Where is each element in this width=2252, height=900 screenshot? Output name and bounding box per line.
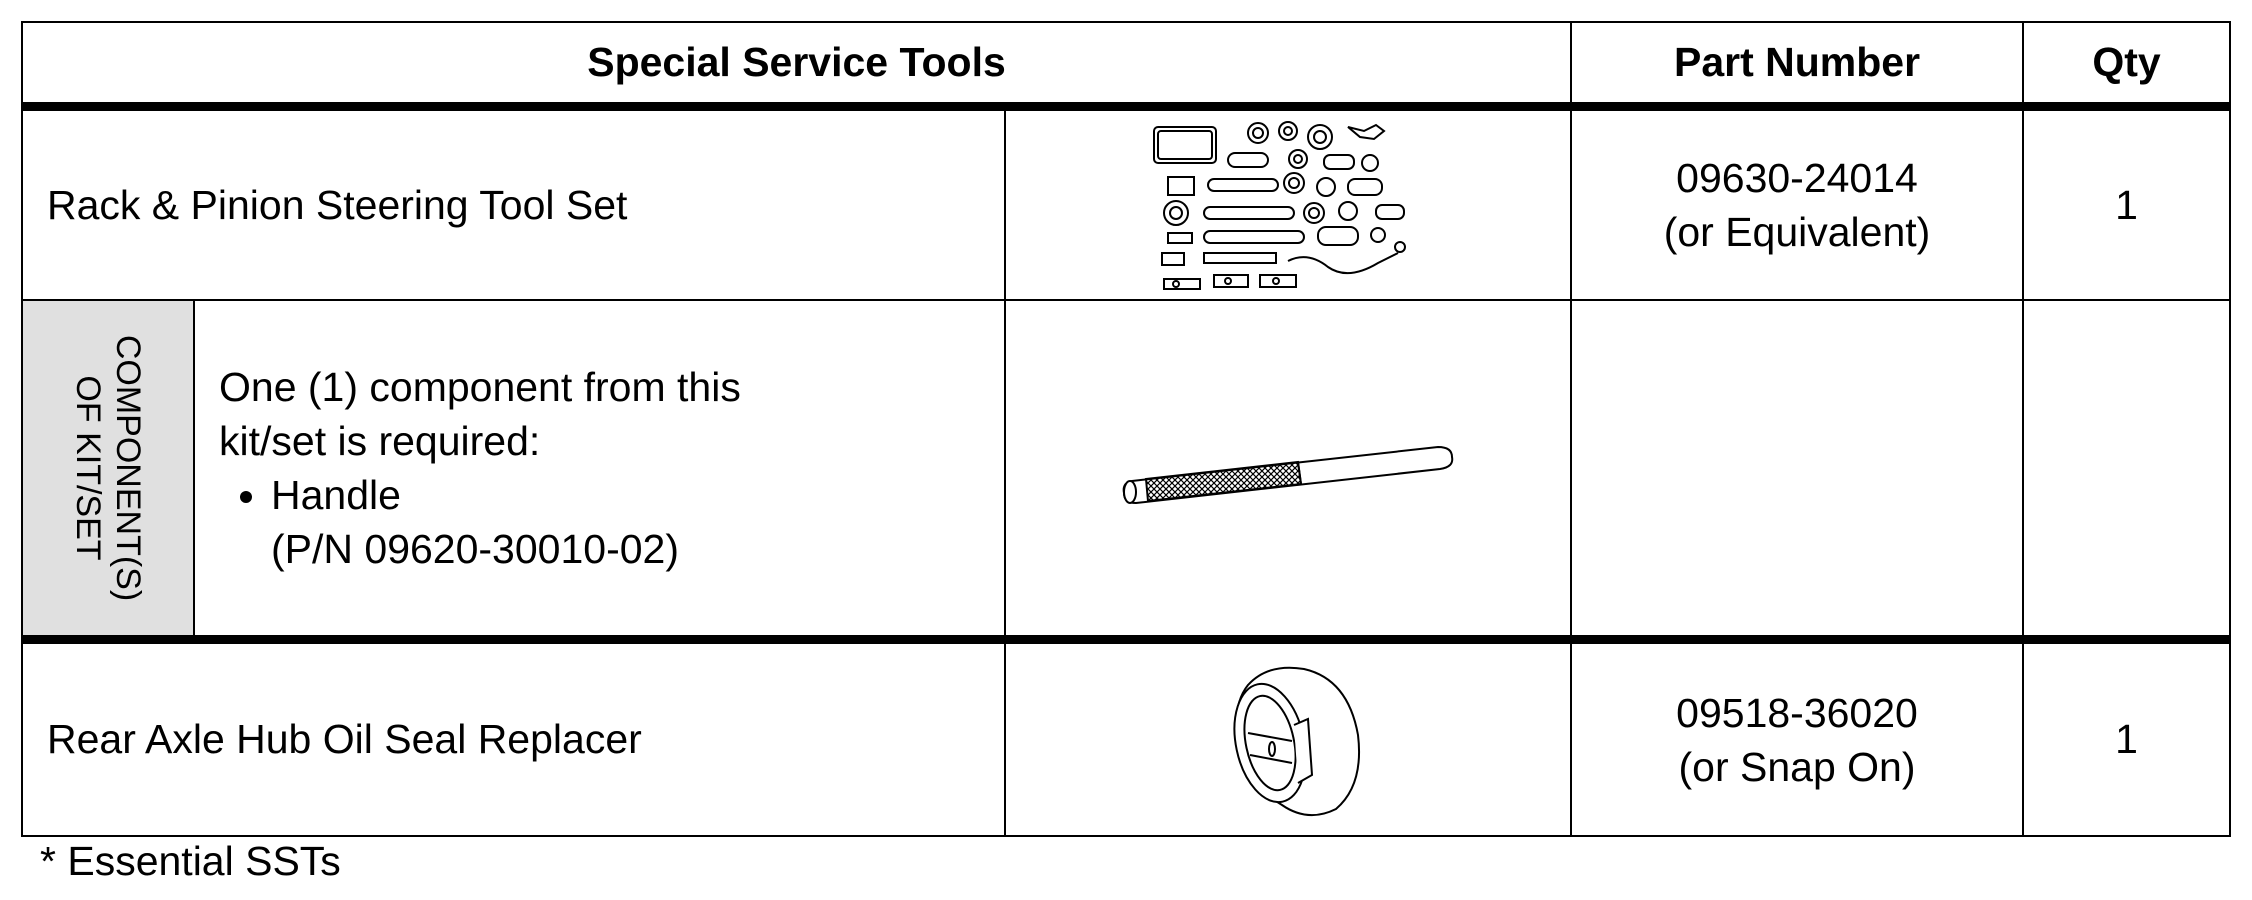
handle-icon <box>1122 446 1454 505</box>
header-special-service-tools: Special Service Tools <box>21 21 1572 112</box>
list-item: Handle (P/N 09620-30010-02) <box>271 468 1004 576</box>
component-name: Handle <box>271 472 401 519</box>
oil-seal-replacer-icon <box>1233 666 1361 816</box>
special-service-tools-table: Special Service Tools Part Number Qty Ra… <box>21 21 2231 837</box>
part-number-note: (or Equivalent) <box>1663 209 1931 256</box>
table-row: COMPONENT(S) OF KIT/SET One (1) componen… <box>21 299 2231 645</box>
component-label: COMPONENT(S) OF KIT/SET <box>68 335 148 601</box>
header-part-number: Part Number <box>1570 21 2024 112</box>
table-header-row: Special Service Tools Part Number Qty <box>21 21 2231 112</box>
component-label-cell: COMPONENT(S) OF KIT/SET <box>21 299 195 645</box>
table-row: Rack & Pinion Steering Tool Set <box>21 105 2231 302</box>
part-number-cell <box>1570 299 2024 645</box>
steering-tool-set-icon <box>1153 121 1406 291</box>
component-description: One (1) component from this kit/set is r… <box>193 299 1006 645</box>
header-qty: Qty <box>2022 21 2231 112</box>
component-label-line: OF KIT/SET <box>69 375 107 561</box>
qty-cell <box>2022 299 2231 645</box>
part-number: 09518-36020 <box>1676 689 1918 736</box>
tool-name: Rack & Pinion Steering Tool Set <box>21 105 1006 302</box>
tool-image-cell <box>1004 638 1572 837</box>
qty-cell: 1 <box>2022 105 2231 302</box>
tool-name: Rear Axle Hub Oil Seal Replacer <box>21 638 1006 837</box>
qty-cell: 1 <box>2022 638 2231 837</box>
component-label-line: COMPONENT(S) <box>109 335 147 602</box>
table-row: Rear Axle Hub Oil Seal Replacer 09518-36… <box>21 638 2231 837</box>
part-number-cell: 09630-24014 (or Equivalent) <box>1570 105 2024 302</box>
footnote: * Essential SSTs <box>40 838 341 884</box>
description-line: kit/set is required: <box>219 418 541 465</box>
component-list: Handle (P/N 09620-30010-02) <box>219 468 1004 576</box>
tool-image-cell <box>1004 299 1572 645</box>
part-number: 09630-24014 <box>1676 155 1918 202</box>
description-line: One (1) component from this <box>219 364 741 411</box>
part-number-note: (or Snap On) <box>1678 743 1916 790</box>
part-number-cell: 09518-36020 (or Snap On) <box>1570 638 2024 837</box>
component-part-number: (P/N 09620-30010-02) <box>271 526 679 573</box>
tool-image-cell <box>1004 105 1572 302</box>
